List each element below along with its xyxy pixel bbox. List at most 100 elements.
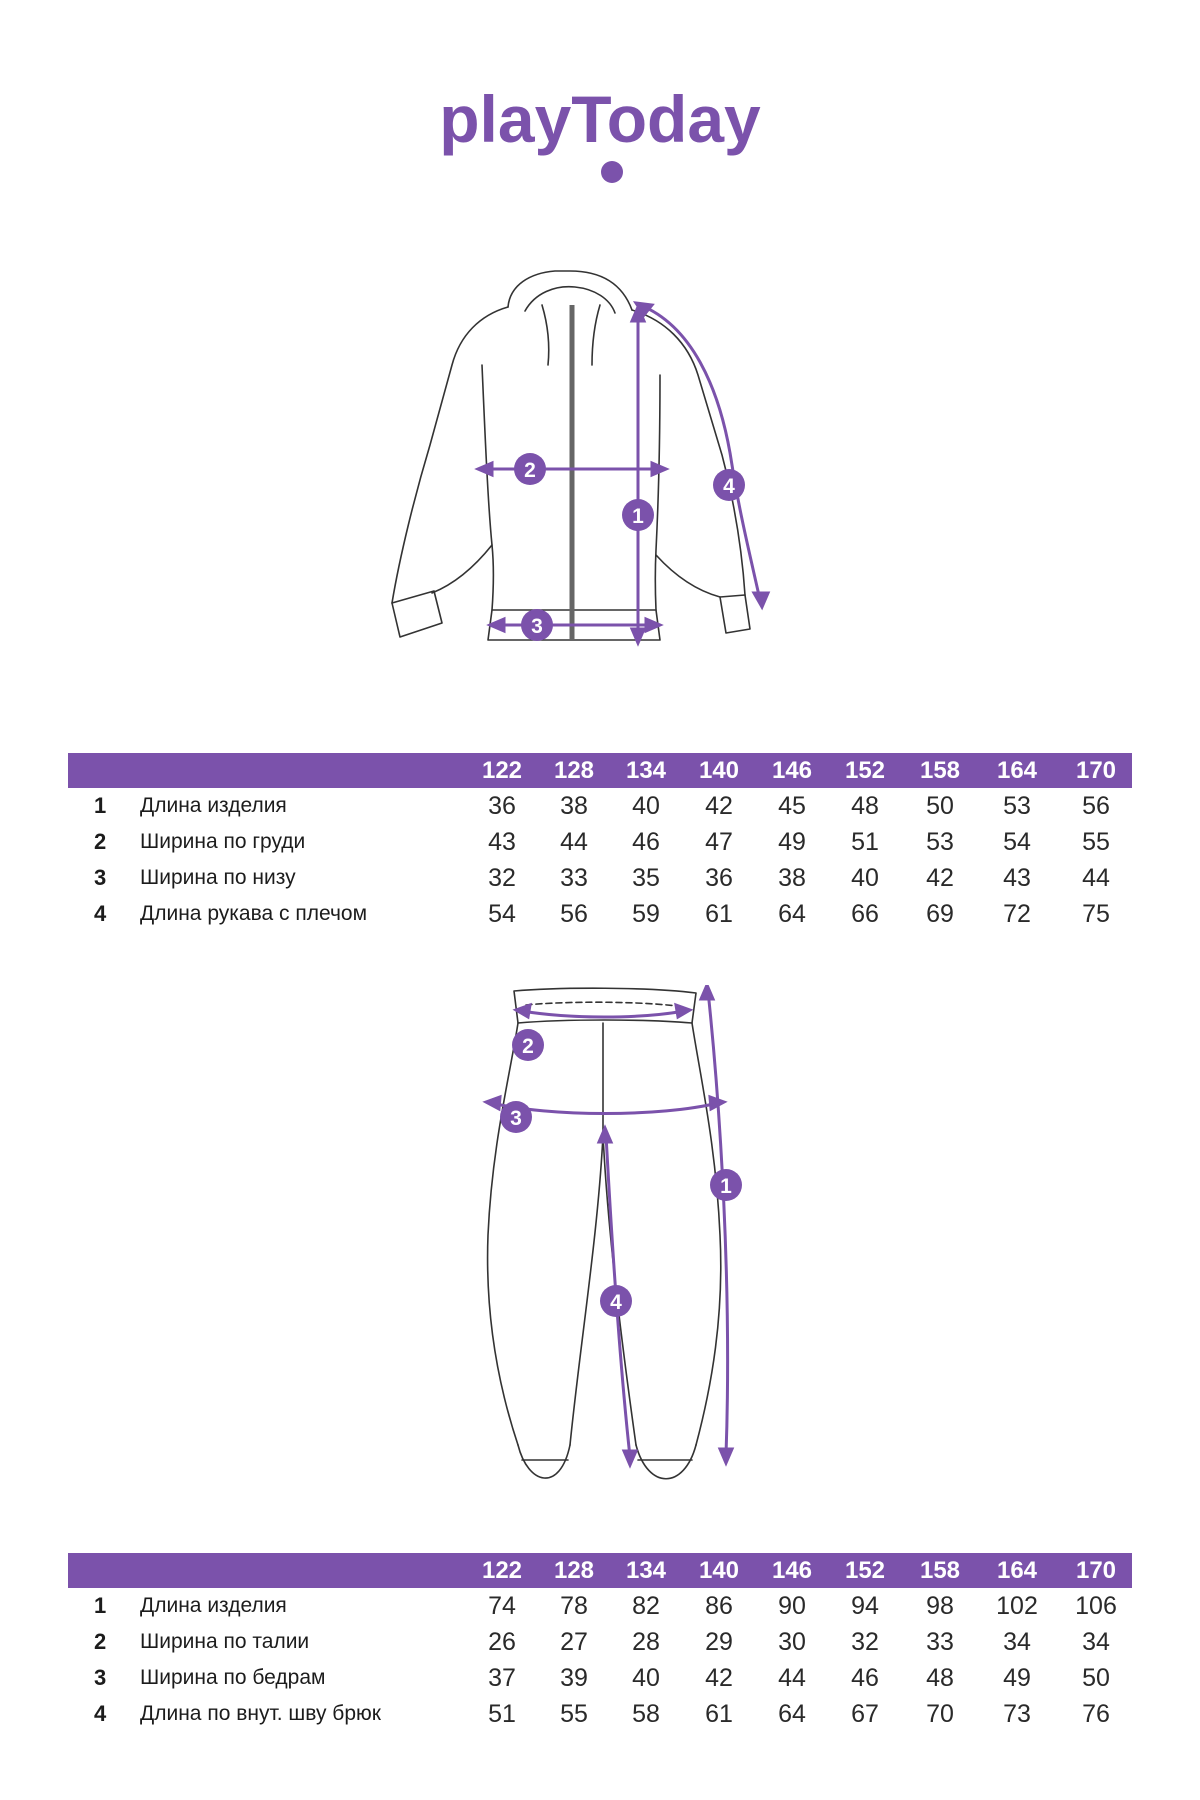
jacket-markers: 1 2 3 4 (514, 453, 745, 641)
row-number: 3 (94, 865, 107, 890)
jacket-table-row: 4 Длина рукава с плечом 54 56 59 61 64 6… (68, 896, 1132, 932)
table-cell: 73 (1003, 1700, 1031, 1728)
table-cell: 53 (926, 828, 954, 856)
table-cell: 72 (1003, 900, 1031, 928)
brand-logo-dot (601, 161, 623, 183)
table-cell: 39 (560, 1664, 588, 1692)
table-cell: 43 (488, 828, 516, 856)
measure-line-4 (639, 303, 762, 601)
jacket-right-cuff (719, 594, 751, 634)
table-cell: 58 (632, 1700, 660, 1728)
row-label: Ширина по низу (140, 866, 296, 889)
jacket-left-cuff (391, 590, 443, 638)
pants-size-128: 128 (553, 1557, 595, 1584)
table-cell: 106 (1075, 1592, 1117, 1620)
pants-marker-2: 2 (522, 1035, 534, 1058)
row-label: Длина по внут. шву брюк (140, 1702, 381, 1725)
pants-size-140: 140 (698, 1557, 740, 1584)
table-cell: 30 (778, 1628, 806, 1656)
table-cell: 44 (778, 1664, 806, 1692)
table-cell: 70 (926, 1700, 954, 1728)
row-label: Длина рукава с плечом (140, 902, 368, 925)
table-cell: 75 (1082, 900, 1110, 928)
table-cell: 53 (1003, 792, 1031, 820)
table-cell: 27 (560, 1628, 588, 1656)
table-cell: 47 (705, 828, 733, 856)
table-cell: 55 (560, 1700, 588, 1728)
table-cell: 46 (851, 1664, 879, 1692)
table-cell: 34 (1003, 1628, 1031, 1656)
hood-inner (524, 285, 616, 314)
table-cell: 42 (926, 864, 954, 892)
table-cell: 46 (632, 828, 660, 856)
table-cell: 69 (926, 900, 954, 928)
pants-size-122: 122 (481, 1557, 523, 1584)
pants-left-cuff (517, 1444, 571, 1479)
row-label: Длина изделия (140, 1594, 287, 1617)
jacket-size-152: 152 (844, 757, 886, 784)
pants-left-inseam (569, 1134, 604, 1446)
hood-outline (507, 270, 633, 311)
row-number: 1 (94, 1593, 107, 1618)
jacket-table-header: 122 128 134 140 146 152 158 164 170 (68, 753, 1132, 788)
pants-right-cuff (635, 1444, 697, 1480)
row-number: 4 (94, 1701, 107, 1726)
pants-marker-3: 3 (510, 1107, 522, 1130)
table-cell: 98 (926, 1592, 954, 1620)
pants-size-158: 158 (919, 1557, 961, 1584)
brand-logo-text: playToday (439, 82, 761, 156)
table-cell: 102 (996, 1592, 1038, 1620)
jacket-marker-3: 3 (531, 615, 543, 638)
pants-marker-4: 4 (610, 1291, 622, 1314)
table-cell: 42 (705, 792, 733, 820)
jacket-table-row: 3 Ширина по низу 32 33 35 36 38 40 42 43… (68, 860, 1132, 896)
table-cell: 48 (926, 1664, 954, 1692)
table-cell: 40 (851, 864, 879, 892)
jacket-size-164: 164 (996, 757, 1038, 784)
table-cell: 35 (632, 864, 660, 892)
table-cell: 38 (778, 864, 806, 892)
jacket-table-row: 1 Длина изделия 36 38 40 42 45 48 50 53 … (68, 788, 1132, 824)
pants-size-152: 152 (844, 1557, 886, 1584)
table-cell: 42 (705, 1664, 733, 1692)
table-cell: 64 (778, 1700, 806, 1728)
table-cell: 61 (705, 900, 733, 928)
table-cell: 32 (488, 864, 516, 892)
row-label: Ширина по талии (140, 1630, 310, 1653)
jacket-right-sleeve-inner (655, 554, 721, 598)
jacket-hem-band (487, 609, 661, 641)
jacket-right-sleeve-outer (631, 309, 746, 596)
pants-table-row: 4 Длина по внут. шву брюк 51 55 58 61 64… (68, 1696, 1132, 1732)
left-drawstring (541, 304, 550, 366)
pants-size-146: 146 (771, 1557, 813, 1584)
table-cell: 32 (851, 1628, 879, 1656)
table-cell: 56 (1082, 792, 1110, 820)
jacket-left-sleeve-inner (431, 544, 493, 594)
pants-size-170: 170 (1075, 1557, 1117, 1584)
table-cell: 55 (1082, 828, 1110, 856)
table-cell: 36 (705, 864, 733, 892)
table-cell: 64 (778, 900, 806, 928)
table-cell: 50 (926, 792, 954, 820)
table-cell: 44 (1082, 864, 1110, 892)
pants-measure-line-2 (521, 1009, 685, 1019)
jacket-left-sleeve-outer (391, 306, 509, 604)
pants-left-outer (486, 1022, 519, 1446)
table-cell: 54 (488, 900, 516, 928)
jacket-size-158: 158 (919, 757, 961, 784)
row-label: Длина изделия (140, 794, 287, 817)
pants-table-header: 122 128 134 140 146 152 158 164 170 (68, 1553, 1132, 1588)
jacket-marker-4: 4 (723, 475, 735, 498)
table-cell: 90 (778, 1592, 806, 1620)
right-drawstring (591, 304, 601, 366)
table-cell: 43 (1003, 864, 1031, 892)
jacket-marker-2: 2 (524, 459, 536, 482)
jacket-right-side (654, 374, 661, 611)
table-cell: 34 (1082, 1628, 1110, 1656)
table-cell: 33 (926, 1628, 954, 1656)
row-number: 2 (94, 829, 107, 854)
pants-diagram: 2 3 1 4 (470, 981, 750, 1505)
table-cell: 33 (560, 864, 588, 892)
table-cell: 28 (632, 1628, 660, 1656)
jacket-size-140: 140 (698, 757, 740, 784)
